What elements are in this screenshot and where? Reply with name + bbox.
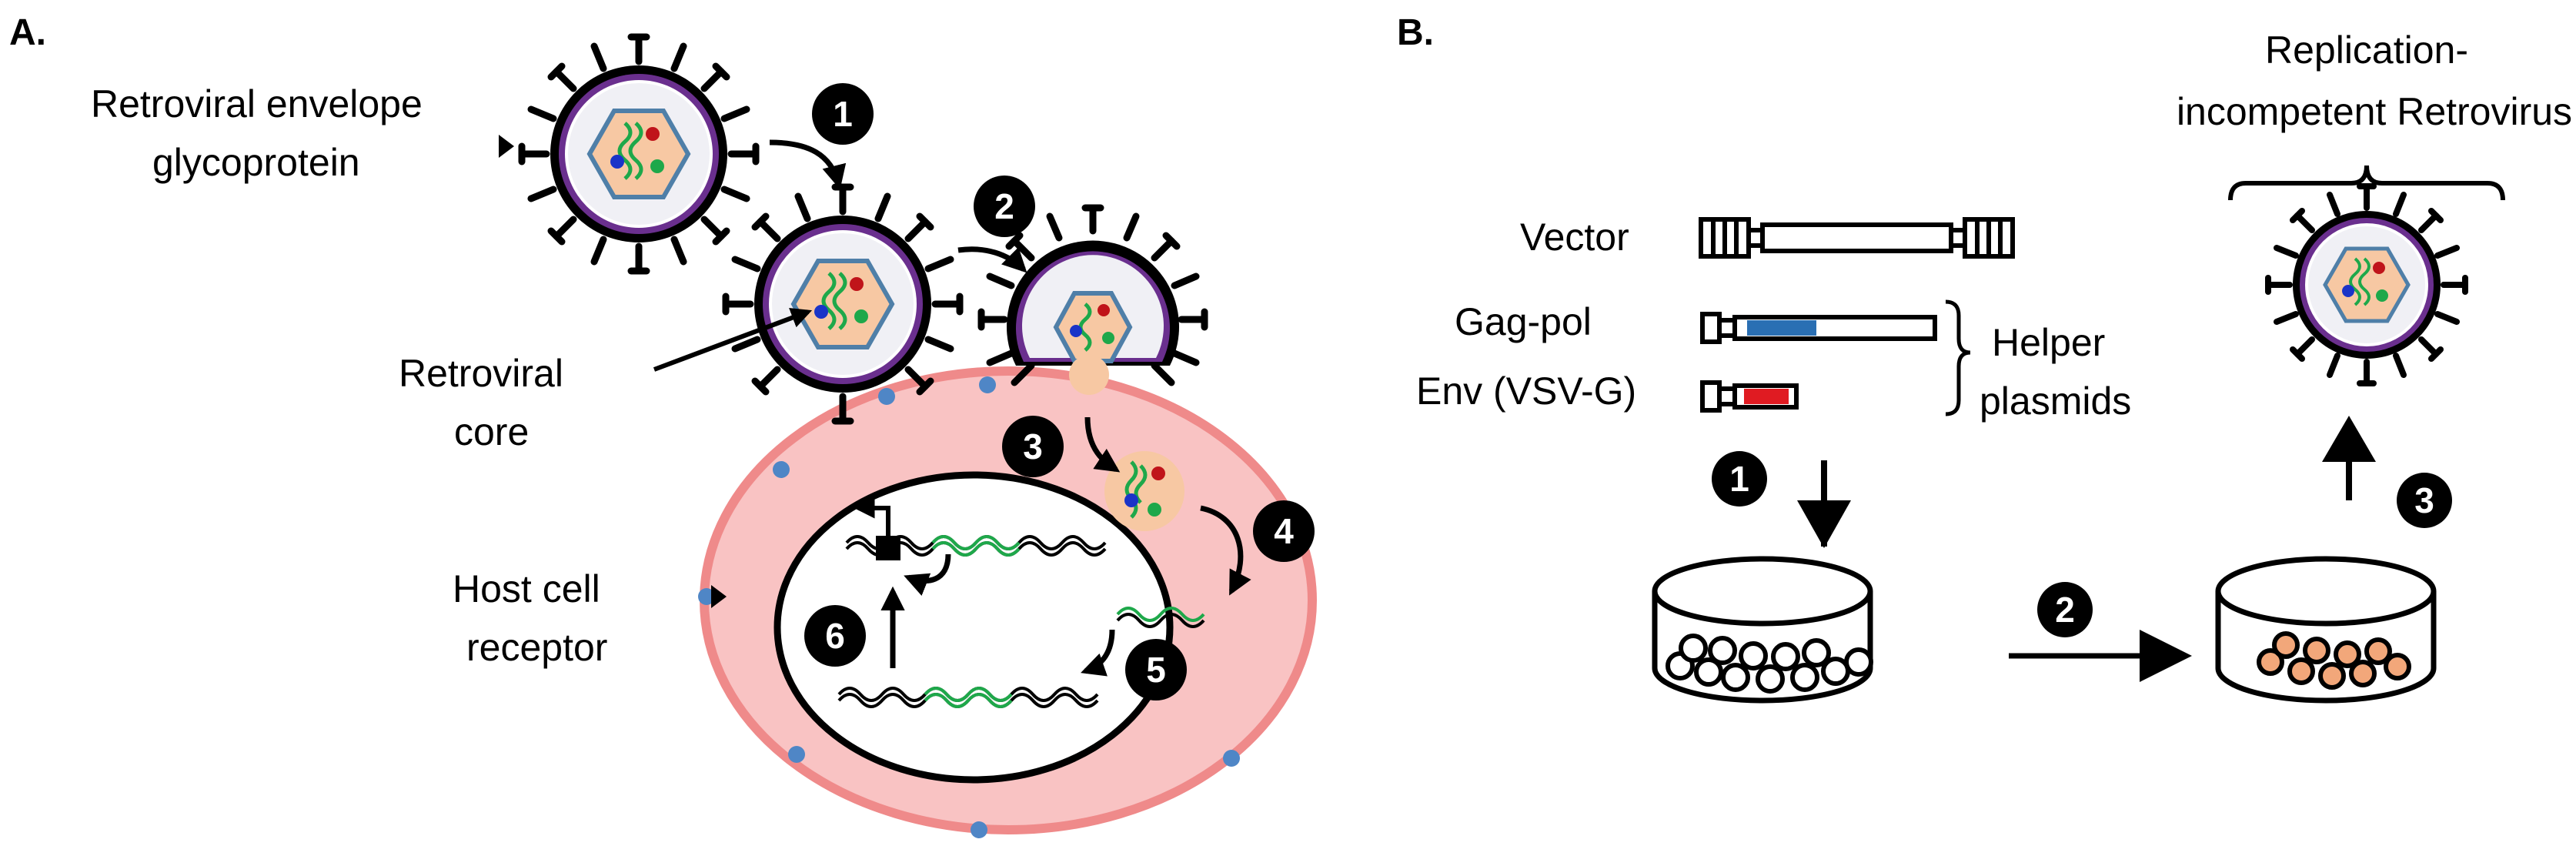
vector-label: Vector	[1520, 216, 1629, 259]
receptor-dot	[788, 746, 805, 763]
svg-text:3: 3	[1023, 426, 1043, 466]
receptor-label-line2: receptor	[466, 626, 607, 669]
envelope-pointer	[499, 135, 514, 158]
receptor-dot	[1223, 750, 1240, 767]
svg-text:2: 2	[2055, 590, 2075, 630]
core-label-line1: Retroviral	[399, 352, 563, 395]
panel-b-label: B.	[1397, 12, 1434, 53]
reverse-transcribed-dna	[1116, 607, 1205, 628]
product-label-line1: Replication-	[2265, 28, 2468, 72]
product-bracket	[2228, 165, 2505, 201]
core-label-line2: core	[454, 410, 529, 453]
svg-text:1: 1	[1729, 459, 1749, 499]
virion-binding	[722, 183, 964, 425]
envelope-label-line2: glycoprotein	[152, 141, 360, 184]
step-badge-a4: 4	[1253, 500, 1315, 562]
uncoated-core	[1104, 451, 1184, 531]
svg-text:2: 2	[994, 186, 1014, 226]
env-plasmid	[1700, 380, 1799, 413]
helper-bracket	[1945, 299, 1971, 416]
virion-product	[2265, 183, 2468, 386]
culture-dish-producer	[2215, 556, 2437, 704]
provirus-insert	[931, 535, 1021, 550]
virion-free	[518, 33, 760, 275]
receptor-dot	[698, 588, 715, 605]
receptor-dot	[773, 461, 790, 478]
virion-fusing	[977, 204, 1208, 395]
nucleus	[773, 471, 1174, 784]
step-badge-b3: 3	[2397, 473, 2452, 528]
step-badge-a1: 1	[812, 83, 874, 145]
gagpol-label: Gag-pol	[1455, 300, 1592, 343]
step-badge-b2: 2	[2037, 582, 2093, 637]
receptor-dot	[971, 821, 987, 838]
receptor-dot	[878, 388, 895, 405]
svg-text:4: 4	[1274, 511, 1294, 551]
receptor-pointer	[711, 585, 727, 608]
step-badge-a3: 3	[1002, 416, 1064, 477]
svg-text:5: 5	[1146, 650, 1166, 690]
culture-dish-transfection	[1652, 556, 1873, 704]
panel-a-label: A.	[9, 12, 46, 53]
step-badge-a6: 6	[804, 605, 866, 667]
vector-plasmid	[1699, 217, 2015, 259]
envelope-label-line1: Retroviral envelope	[91, 82, 423, 125]
product-label-line2: incompetent Retrovirus	[2177, 90, 2572, 133]
step-badge-a2: 2	[974, 176, 1035, 237]
promoter-box	[876, 536, 900, 560]
step-badge-a5: 5	[1125, 639, 1187, 701]
helper-label-line2: plasmids	[1980, 380, 2131, 423]
step-badge-b1: 1	[1712, 451, 1767, 507]
receptor-label-line1: Host cell	[453, 567, 600, 610]
helper-label-line1: Helper	[1992, 321, 2105, 364]
env-label: Env (VSV-G)	[1416, 369, 1636, 413]
gagpol-plasmid	[1700, 312, 1937, 344]
receptor-dot	[979, 376, 996, 393]
svg-text:3: 3	[2414, 480, 2434, 520]
svg-text:1: 1	[833, 94, 853, 134]
svg-text:6: 6	[825, 616, 845, 656]
